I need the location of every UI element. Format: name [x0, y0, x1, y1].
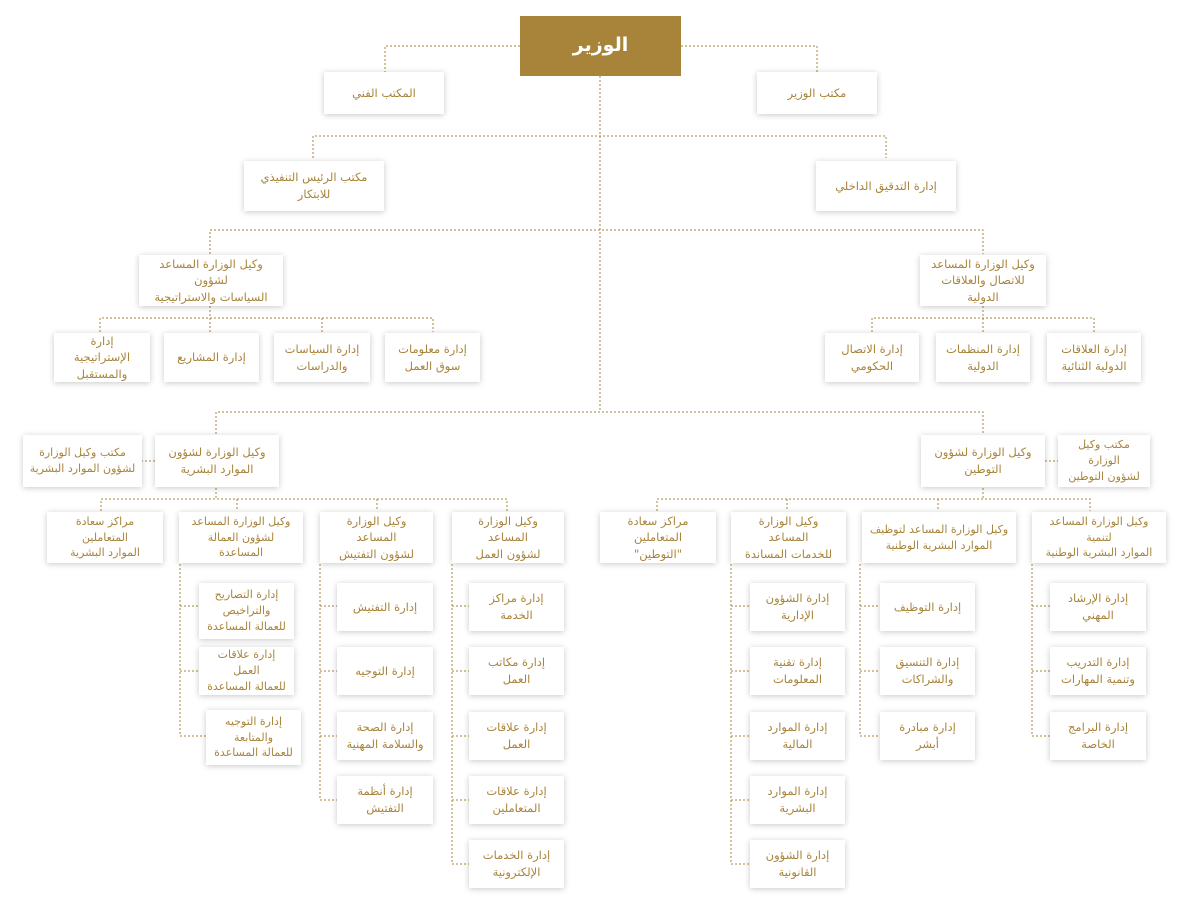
loc-branch-title: وكيل الوزارة المساعد لتوظيف الموارد البش… — [862, 512, 1016, 563]
loc-branch3-stem — [730, 564, 750, 865]
hr-branches-connector — [100, 488, 508, 511]
comm-units-connector — [871, 306, 1095, 332]
loc-branch2-stem — [859, 564, 880, 737]
hr-unit-box: إدارة أنظمة التفتيش — [337, 776, 433, 824]
localization-deputy-box: وكيل الوزارة لشؤون التوطين — [921, 435, 1045, 487]
level2-connector — [312, 135, 887, 158]
loc-branch-title: مراكز سعادة المتعاملين "التوطين" — [600, 512, 716, 563]
hr-unit-box: إدارة التوجيه والمتابعة للعمالة المساعدة — [206, 710, 301, 765]
loc-unit-box: إدارة البرامج الخاصة — [1050, 712, 1146, 760]
hr-unit-box: إدارة الخدمات الإلكترونية — [469, 840, 564, 888]
hr-branch-title: وكيل الوزارة المساعد لشؤون العمالة المسا… — [179, 512, 303, 563]
hr-branch3-stem — [179, 564, 206, 737]
loc-unit-box: إدارة الموارد المالية — [750, 712, 845, 760]
hr-unit-box: إدارة التوجيه — [337, 647, 433, 695]
loc-unit-box: إدارة الموارد البشرية — [750, 776, 845, 824]
technical-office-box: المكتب الفني — [324, 72, 444, 114]
internal-audit-box: إدارة التدقيق الداخلي — [816, 161, 956, 211]
hr-deputy-box: وكيل الوزارة لشؤون الموارد البشرية — [155, 435, 279, 487]
loc-branch-title: وكيل الوزارة المساعد للخدمات المساندة — [731, 512, 846, 563]
hr-unit-box: إدارة علاقات العمل — [469, 712, 564, 760]
level3-connector — [209, 229, 984, 254]
loc-unit-box: إدارة الإرشاد المهني — [1050, 583, 1146, 631]
hr-unit-box: إدارة التفتيش — [337, 583, 433, 631]
hr-unit-box: إدارة علاقات العمل للعمالة المساعدة — [199, 647, 294, 695]
hr-unit-box: إدارة مكاتب العمل — [469, 647, 564, 695]
hr-branch-title: وكيل الوزارة المساعد لشؤون التفتيش — [320, 512, 433, 563]
comm-unit-box: إدارة المنظمات الدولية — [936, 333, 1030, 382]
comm-unit-box: إدارة الاتصال الحكومي — [825, 333, 919, 382]
localization-office-box: مكتب وكيل الوزارة لشؤون التوطين — [1058, 435, 1150, 487]
loc-branch-title: وكيل الوزارة المساعد لتنمية الموارد البش… — [1032, 512, 1166, 563]
hr-unit-box: إدارة التصاريح والتراخيص للعمالة المساعد… — [199, 583, 294, 639]
hr-unit-box: إدارة الصحة والسلامة المهنية — [337, 712, 433, 760]
loc-unit-box: إدارة التدريب وتنمية المهارات — [1050, 647, 1146, 695]
hr-branch-title: مراكز سعادة المتعاملين الموارد البشرية — [47, 512, 163, 563]
policies-unit-box: إدارة السياسات والدراسات — [274, 333, 370, 382]
minister-office-box: مكتب الوزير — [757, 72, 877, 114]
level4-connector — [215, 411, 984, 434]
deputy-comm-box: وكيل الوزارة المساعد للاتصال والعلاقات ا… — [920, 255, 1046, 306]
hr-branch1-stem — [451, 564, 469, 865]
loc-unit-box: إدارة الشؤون القانونية — [750, 840, 845, 888]
policies-unit-box: إدارة الإستراتيجية والمستقبل — [54, 333, 150, 382]
policies-units-connector — [99, 306, 434, 332]
ceo-innovation-office-box: مكتب الرئيس التنفيذي للابتكار — [244, 161, 384, 211]
loc-unit-box: إدارة التنسيق والشراكات — [880, 647, 975, 695]
level1-connector — [384, 45, 818, 72]
minister-box: الوزير — [520, 16, 681, 76]
localization-branches-connector — [656, 488, 1091, 511]
policies-unit-box: إدارة معلومات سوق العمل — [385, 333, 480, 382]
loc-unit-box: إدارة التوظيف — [880, 583, 975, 631]
deputy-policies-box: وكيل الوزارة المساعد لشؤون السياسات والا… — [139, 255, 283, 306]
loc-branch1-stem — [1031, 564, 1050, 737]
hr-branch2-stem — [319, 564, 337, 801]
loc-unit-box: إدارة الشؤون الإدارية — [750, 583, 845, 631]
hr-branch-title: وكيل الوزارة المساعد لشؤون العمل — [452, 512, 564, 563]
loc-unit-box: إدارة تقنية المعلومات — [750, 647, 845, 695]
comm-unit-box: إدارة العلاقات الدولية الثنائية — [1047, 333, 1141, 382]
hr-office-box: مكتب وكيل الوزارة لشؤون الموارد البشرية — [23, 435, 142, 487]
hr-unit-box: إدارة مراكز الخدمة — [469, 583, 564, 631]
hr-unit-box: إدارة علاقات المتعاملين — [469, 776, 564, 824]
loc-unit-box: إدارة مبادرة أبشر — [880, 712, 975, 760]
policies-unit-box: إدارة المشاريع — [164, 333, 259, 382]
